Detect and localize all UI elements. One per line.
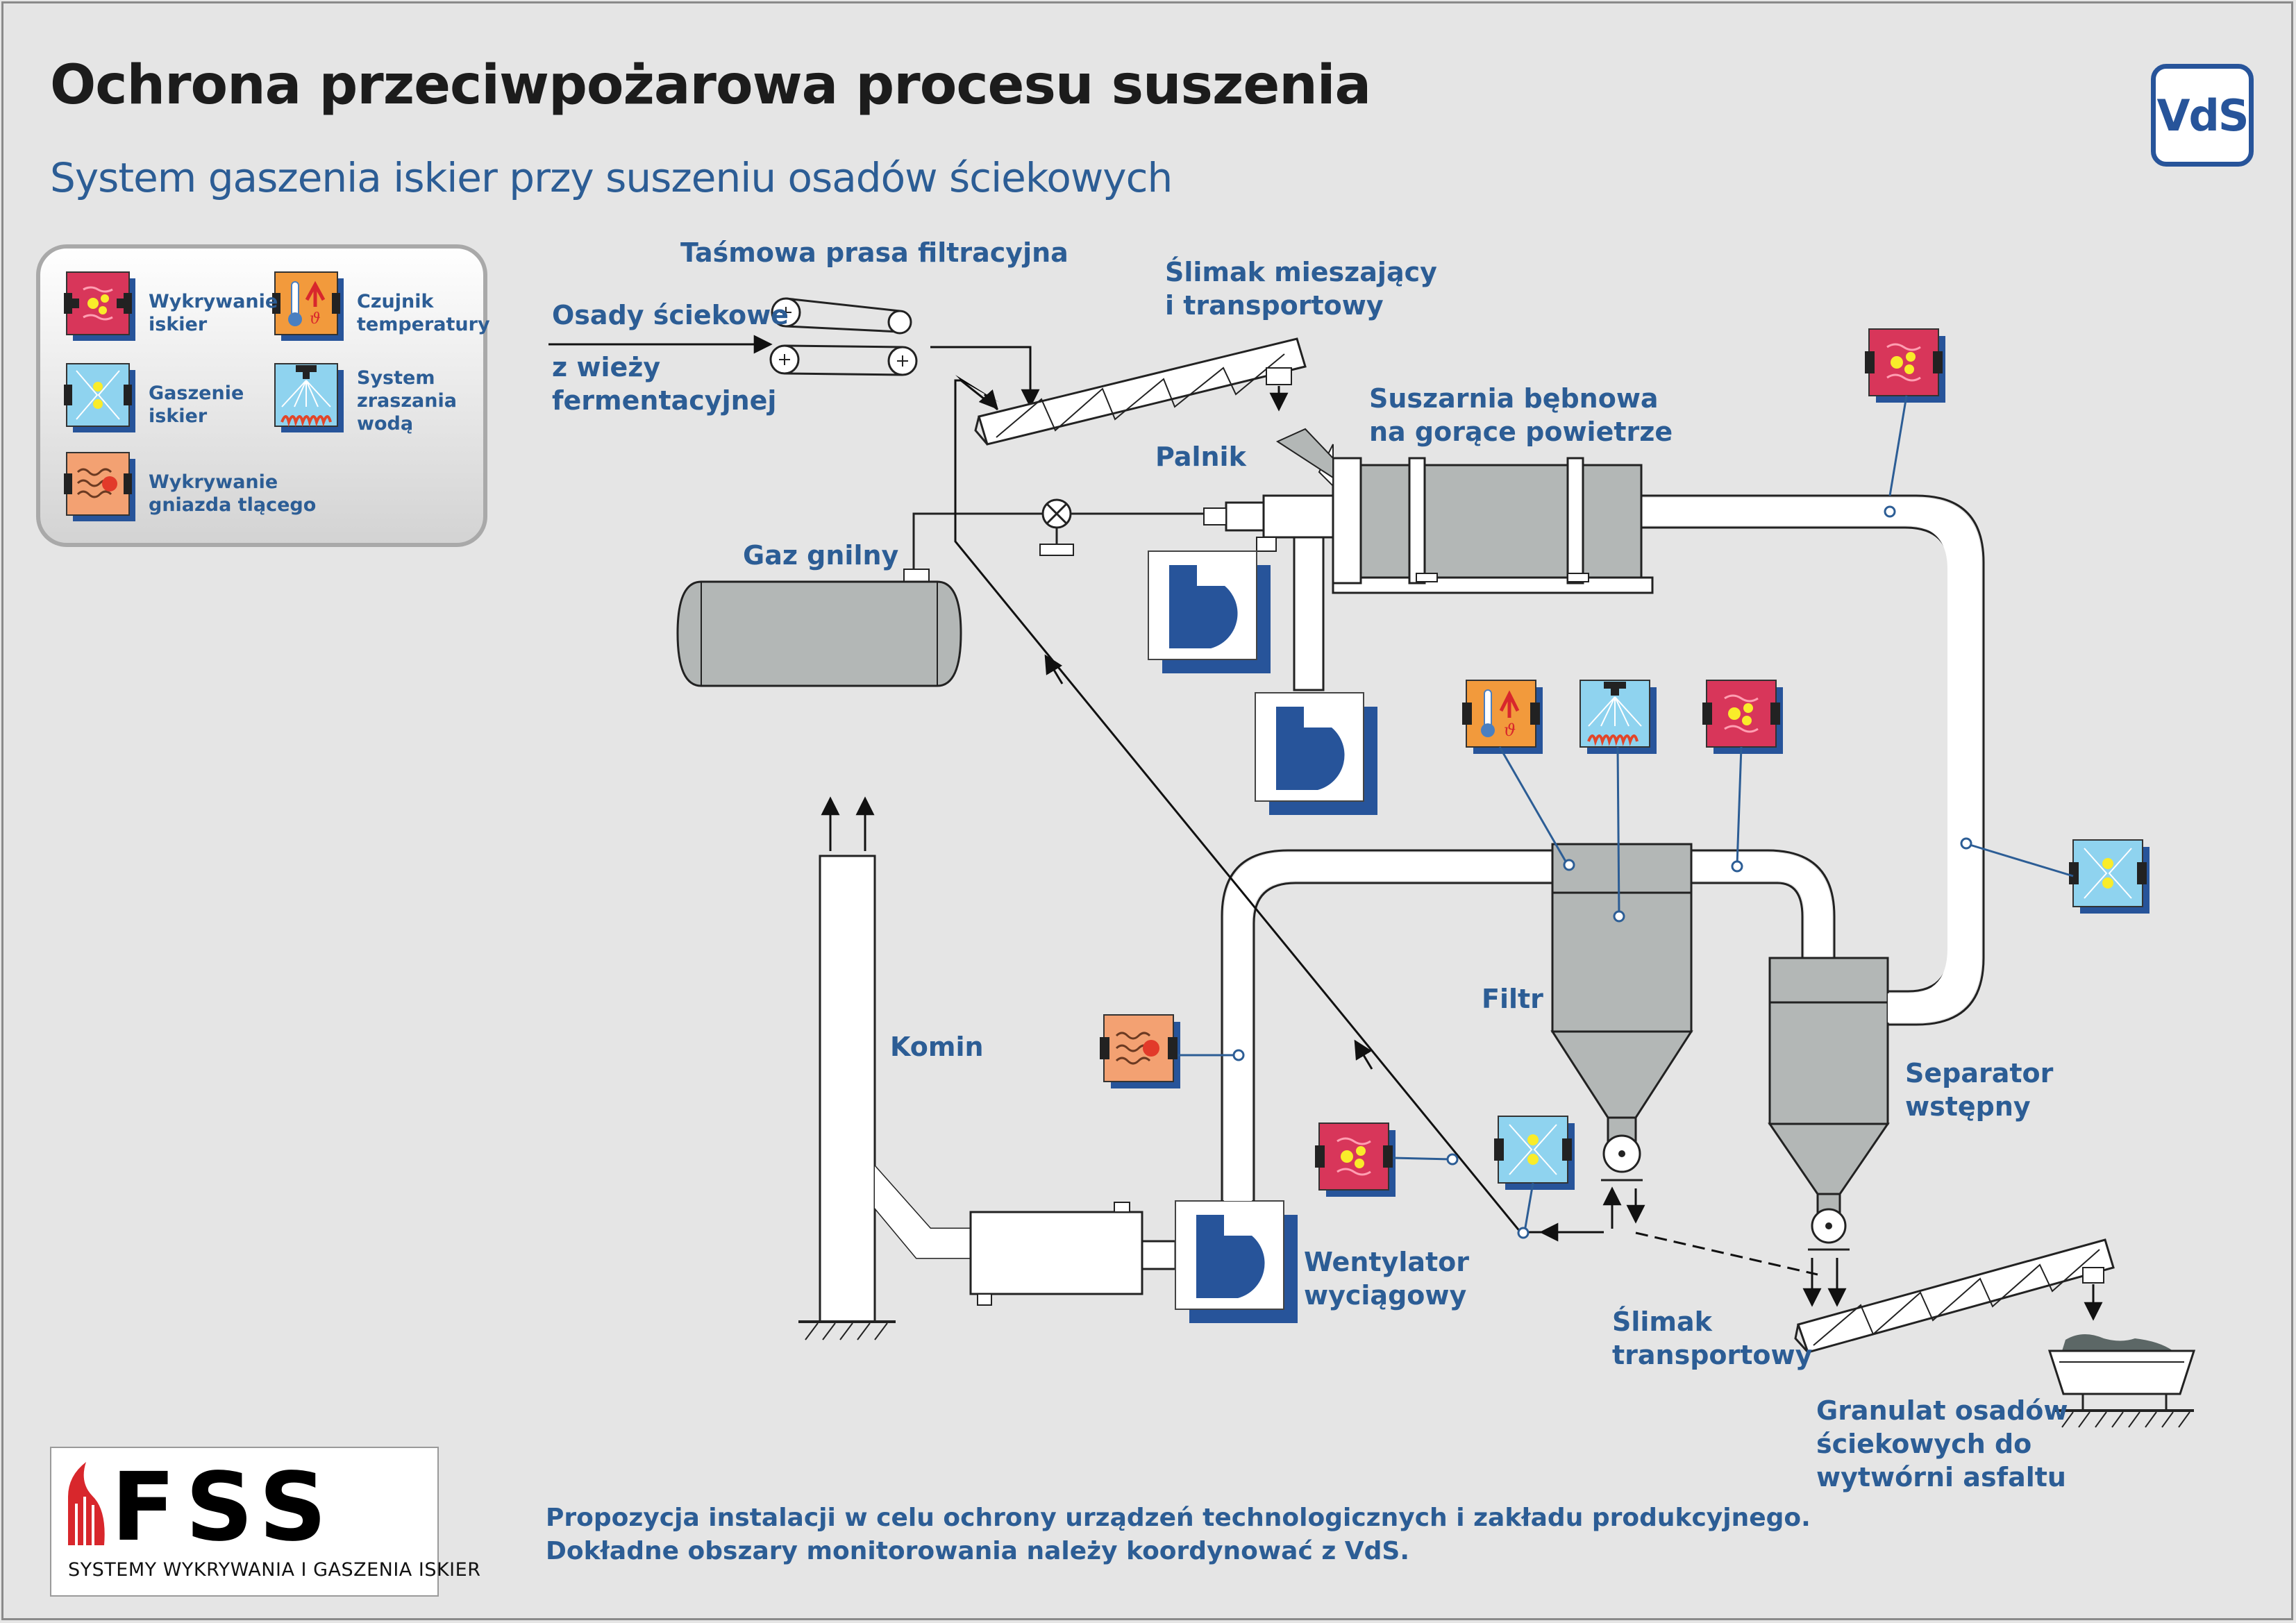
svg-text:ϑ: ϑ <box>310 310 321 328</box>
label-mixing-screw: Ślimak mieszający i transportowy <box>1165 257 1437 321</box>
label-biogas: Gaz gnilny <box>743 540 899 571</box>
burner-fan-2 <box>1255 692 1378 816</box>
footer-note: Propozycja instalacji w celu ochrony urz… <box>546 1502 1811 1568</box>
granulate-container <box>2047 1334 2196 1428</box>
spark-detector-dryer-outlet <box>1863 328 1947 404</box>
drum-dryer <box>1275 428 1654 594</box>
filter-unit <box>1550 843 1693 1181</box>
pre-separator <box>1768 957 1890 1251</box>
transport-screw-conveyor <box>1794 1238 2115 1354</box>
label-granulate: Granulat osadów ściekowych do wytwórni a… <box>1816 1395 2068 1492</box>
belt-press <box>769 297 918 376</box>
label-burner: Palnik <box>1155 442 1246 472</box>
page-subtitle: System gaszenia iskier przy suszeniu osa… <box>50 154 1173 201</box>
legend-label-temperature: Czujnik temperatury <box>357 291 490 335</box>
page-title: Ochrona przeciwpożarowa procesu suszenia <box>50 54 1371 117</box>
silencer <box>969 1211 1143 1295</box>
legend-label-sprinkler: System zraszania wodą <box>357 367 457 435</box>
temperature-sensor-icon: ϑ <box>272 271 344 341</box>
label-dryer: Suszarnia bębnowa na gorące powietrze <box>1369 383 1673 447</box>
fss-tagline: SYSTEMY WYKRYWANIA I GASZENIA ISKIER <box>68 1559 481 1581</box>
legend: ϑ Wykry <box>36 244 490 547</box>
temperature-sensor-filter: ϑ <box>1462 680 1543 754</box>
ember-detector-duct <box>1100 1014 1180 1088</box>
fss-logo-mark: FSS <box>68 1453 337 1552</box>
vds-badge: VdS <box>2151 64 2254 167</box>
spark-detector-icon <box>64 271 135 341</box>
legend-label-ember: Wykrywanie gniazda tlącego <box>149 471 317 516</box>
label-separator: Separator wstępny <box>1905 1058 2054 1122</box>
ember-detector-icon <box>64 452 135 521</box>
water-sprinkler-filter <box>1579 680 1657 754</box>
legend-icons: ϑ <box>64 271 344 521</box>
spark-extinguisher-duct <box>2068 839 2150 914</box>
spark-detector-filter-outlet <box>1701 679 1784 755</box>
fss-logo: FSS SYSTEMY WYKRYWANIA I GASZENIA ISKIER <box>50 1447 480 1597</box>
label-filter: Filtr <box>1482 984 1543 1014</box>
footer-note-line-2: Dokładne obszary monitorowania należy ko… <box>546 1537 1410 1565</box>
label-transport-screw: Ślimak transportowy <box>1612 1306 1813 1370</box>
label-belt-press: Taśmowa prasa filtracyjna <box>680 237 1069 268</box>
extraction-fan <box>1175 1200 1298 1324</box>
label-fan: Wentylator wyciągowy <box>1304 1247 1470 1311</box>
vds-badge-text: VdS <box>2156 90 2249 141</box>
spark-extinguishing-icon <box>64 363 135 432</box>
legend-label-extinguishing: Gaszenie iskier <box>149 382 244 427</box>
footer-note-line-1: Propozycja instalacji w celu ochrony urz… <box>546 1504 1811 1532</box>
chimney <box>819 855 876 1323</box>
label-chimney: Komin <box>890 1032 984 1062</box>
biogas-tank <box>676 569 962 687</box>
mixing-screw-conveyor <box>974 337 1307 446</box>
legend-label-spark-detection: Wykrywanie iskier <box>149 291 278 335</box>
spark-detector-return-line <box>1314 1122 1397 1198</box>
label-sludge: Osady ściekowe <box>552 300 789 330</box>
svg-text:ϑ: ϑ <box>1504 721 1516 740</box>
burner <box>1203 494 1334 691</box>
spark-extinguisher-return-line <box>1493 1116 1575 1191</box>
label-from-tower: z wieży fermentacyjnej <box>552 352 777 416</box>
burner-fan-1 <box>1148 550 1271 674</box>
fss-letters: FSS <box>111 1453 337 1552</box>
water-sprinkler-icon <box>274 363 344 432</box>
